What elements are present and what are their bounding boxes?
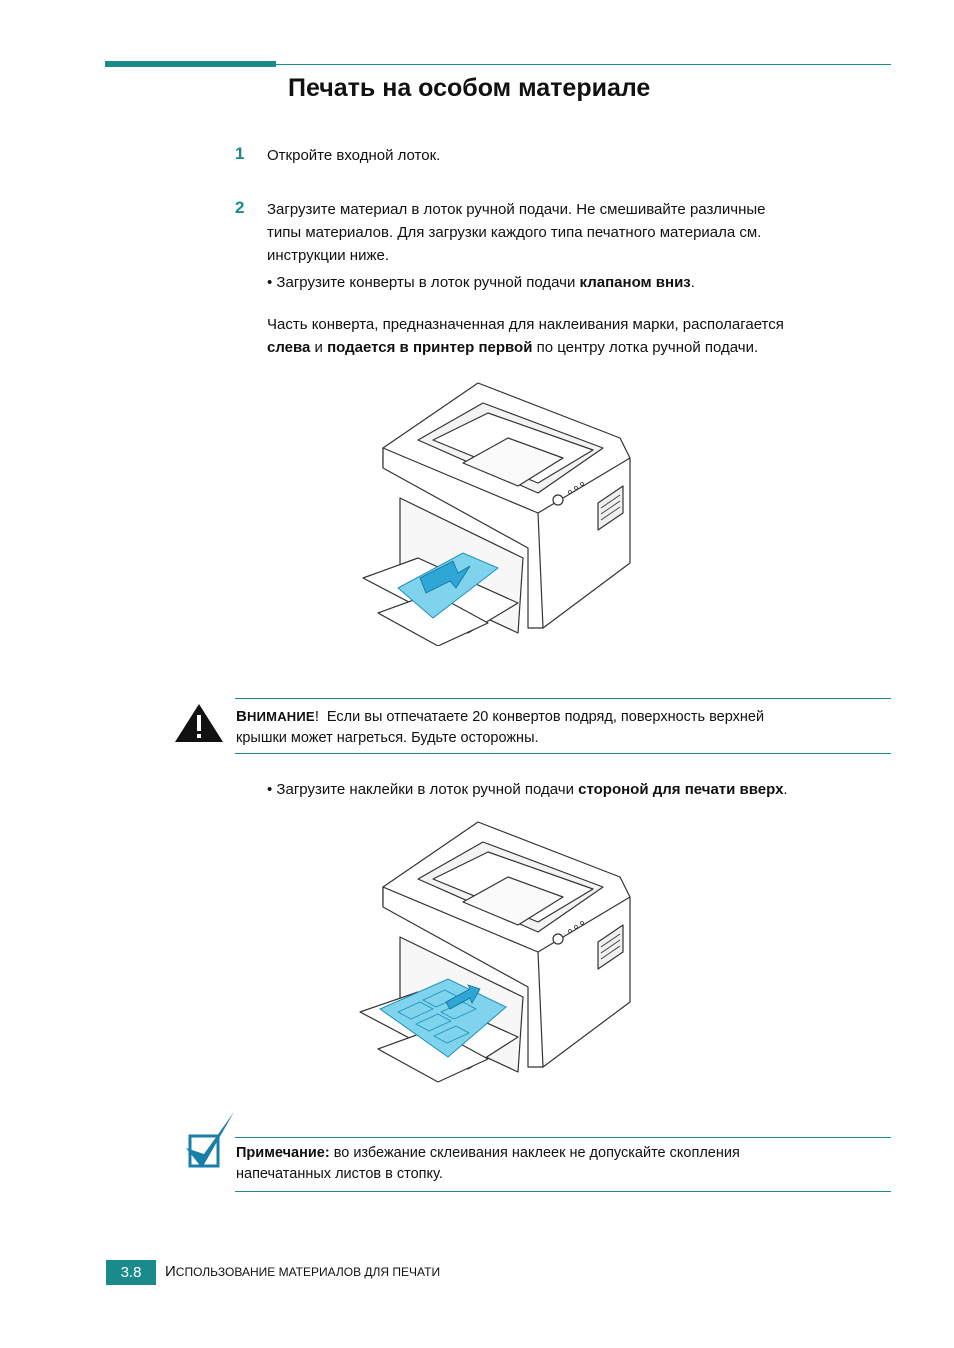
note-rule-top [235, 1137, 891, 1138]
warning-icon [174, 703, 224, 743]
step-text-2: Загрузите материал в лоток ручной подачи… [267, 201, 766, 264]
header-accent-bar [105, 61, 276, 67]
envelope-bullet: • Загрузите конверты в лоток ручной пода… [267, 274, 695, 291]
labels-bullet: • Загрузите наклейки в лоток ручной пода… [267, 781, 788, 798]
step-text-1: Откройте входной лоток. [267, 147, 441, 164]
note-rule-bottom [235, 1191, 891, 1192]
page-number: 3.8 [106, 1260, 156, 1285]
printer-envelope-illustration [358, 378, 638, 646]
page-title: Печать на особом материале [288, 74, 651, 102]
caution-rule-bottom [235, 753, 891, 754]
header-rule [276, 64, 891, 65]
checkmark-icon [184, 1110, 236, 1172]
envelope-paragraph: Часть конверта, предназначенная для накл… [267, 316, 784, 356]
footer-title: ИСПОЛЬЗОВАНИЕ МАТЕРИАЛОВ ДЛЯ ПЕЧАТИ [165, 1263, 441, 1280]
printer-labels-illustration [358, 817, 638, 1085]
step-number-2: 2 [235, 198, 245, 217]
step-number-1: 1 [235, 144, 245, 163]
note-text: Примечание: во избежание склеивания накл… [236, 1145, 740, 1182]
caution-rule-top [235, 698, 891, 699]
caution-text: ВНИМАНИЕ! Если вы отпечатаете 20 конверт… [236, 708, 765, 746]
